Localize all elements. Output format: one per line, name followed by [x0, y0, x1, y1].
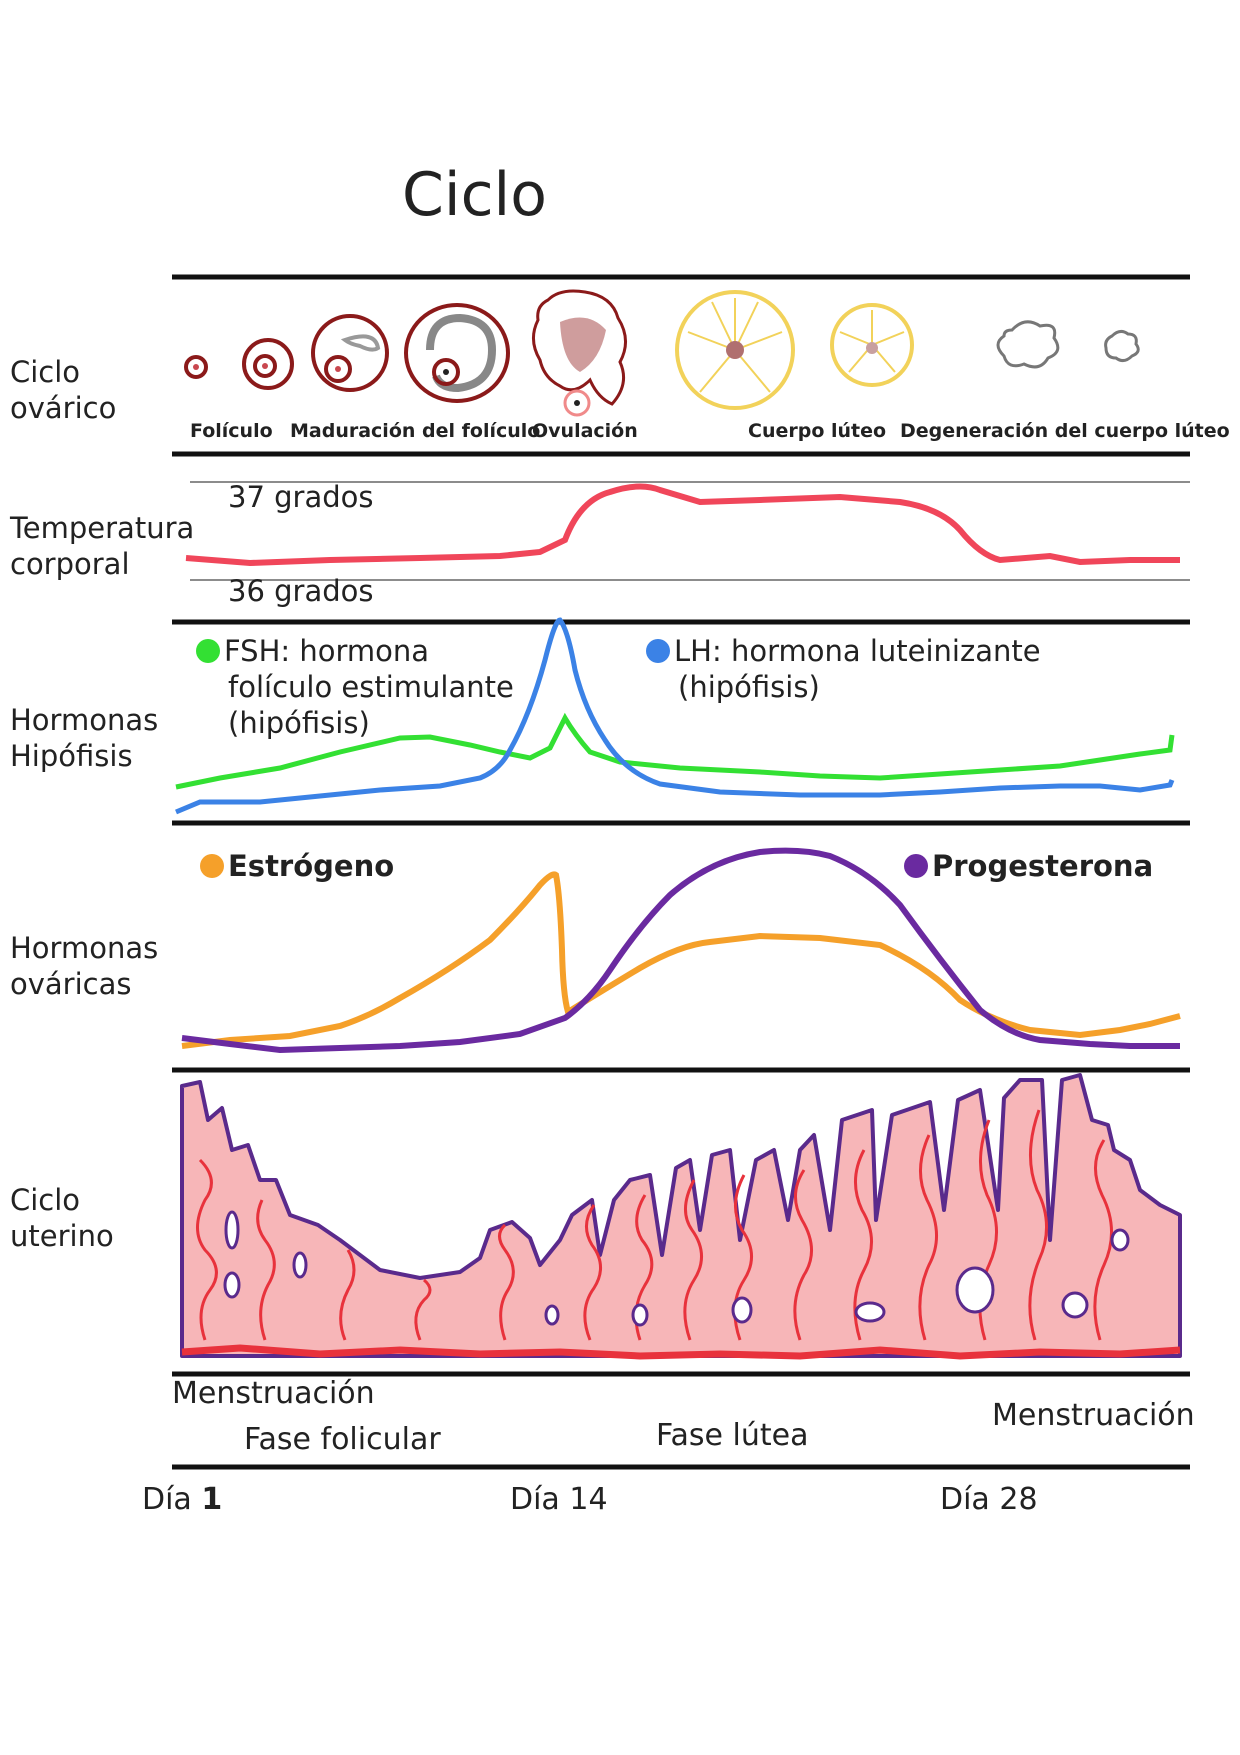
row-label-line: Hipófisis: [10, 739, 133, 773]
row-label-line: corporal: [10, 547, 130, 581]
stage-label-corpus-luteum: Cuerpo lúteo: [748, 420, 887, 442]
legend-fsh: FSH: hormona folículo estimulante (hipóf…: [196, 633, 514, 741]
corpus-luteum-large-icon: [675, 290, 795, 410]
row-label-line: Hormonas: [10, 703, 159, 737]
page-title: Ciclo: [402, 160, 547, 230]
endometrium-tissue: [180, 1073, 1182, 1358]
lh-curve: [175, 617, 1175, 815]
temperature-high-label: 37 grados: [228, 480, 374, 514]
follicle-primary-icon: [242, 338, 294, 390]
legend-estrogen-text: Estrógeno: [228, 849, 395, 883]
ovarian-follicles: [184, 289, 627, 417]
legend-fsh-line-1: FSH: hormona: [196, 633, 514, 669]
phase-label-follicular: Fase folicular: [244, 1422, 441, 1457]
stage-label-follicle: Folículo: [190, 420, 273, 442]
legend-fsh-text: FSH: hormona: [224, 634, 430, 668]
corpus-luteum-small-icon: [830, 303, 914, 387]
follicle-mature-icon: [404, 303, 510, 403]
row-label-temperature: Temperatura corporal: [10, 510, 194, 582]
row-label-line: uterino: [10, 1219, 114, 1253]
fsh-dot-icon: [196, 639, 220, 663]
endometrium-glands: [223, 1210, 1130, 1327]
legend-progesterone: Progesterona: [904, 848, 1153, 884]
legend-fsh-line-3: (hipófisis): [228, 706, 370, 740]
stage-label-ovulation: Ovulación: [532, 420, 638, 442]
row-label-uterine-cycle: Ciclo uterino: [10, 1182, 114, 1254]
ovulation-icon: [532, 289, 627, 417]
lh-dot-icon: [646, 639, 670, 663]
row-label-line: Ciclo: [10, 355, 81, 389]
estrogen-dot-icon: [200, 854, 224, 878]
degenerating-small-icon: [1104, 329, 1140, 363]
degenerating-large-icon: [996, 320, 1060, 369]
row-label-pituitary-hormones: Hormonas Hipófisis: [10, 702, 158, 774]
fsh-curve: [175, 712, 1175, 790]
follicle-small-icon: [184, 355, 208, 379]
stage-label-follicle-maturation: Maduración del folículo: [290, 420, 541, 442]
temperature-low-label: 36 grados: [228, 574, 374, 608]
row-label-line: Ciclo: [10, 1183, 81, 1217]
legend-lh-line-1: LH: hormona luteinizante: [646, 633, 1041, 669]
row-label-line: ovárico: [10, 391, 117, 425]
day-label-1-number: 1: [201, 1482, 223, 1517]
day-label-28: Día 28: [940, 1482, 1038, 1517]
row-label-line: Hormonas: [10, 931, 159, 965]
temperature-curve: [185, 483, 1180, 567]
phase-label-luteal: Fase lútea: [656, 1418, 809, 1453]
row-label-ovarian-cycle: Ciclo ovárico: [10, 354, 116, 426]
endometrium: [180, 1073, 1182, 1360]
phase-label-menstruation-start: Menstruación: [172, 1376, 375, 1411]
day-label-1-prefix: Día: [142, 1482, 192, 1517]
progesterone-dot-icon: [904, 854, 928, 878]
row-label-ovarian-hormones: Hormonas ováricas: [10, 930, 158, 1002]
legend-lh-line-2: (hipófisis): [678, 670, 820, 704]
progesterone-curve: [181, 847, 1180, 1054]
row-label-line: Temperatura: [10, 511, 195, 545]
phase-label-menstruation-end: Menstruación: [992, 1398, 1195, 1433]
legend-fsh-line-2: folículo estimulante: [228, 670, 514, 704]
corpus-albicans-group: [996, 320, 1140, 369]
legend-estrogen: Estrógeno: [200, 848, 394, 884]
follicle-secondary-icon: [311, 314, 389, 392]
endometrium-basal-vessel: [181, 1344, 1181, 1360]
legend-lh: LH: hormona luteinizante (hipófisis): [646, 633, 1041, 705]
estrogen-curve: [181, 871, 1181, 1049]
row-separators: [172, 274, 1190, 1470]
day-label-1: Día 1: [142, 1482, 222, 1517]
row-label-line: ováricas: [10, 967, 132, 1001]
legend-lh-text: LH: hormona luteinizante: [674, 634, 1041, 668]
day-label-14: Día 14: [510, 1482, 608, 1517]
legend-progesterone-text: Progesterona: [932, 849, 1154, 883]
stage-label-corpus-luteum-degeneration: Degeneración del cuerpo lúteo: [900, 420, 1230, 442]
corpus-luteum-group: [675, 290, 914, 410]
